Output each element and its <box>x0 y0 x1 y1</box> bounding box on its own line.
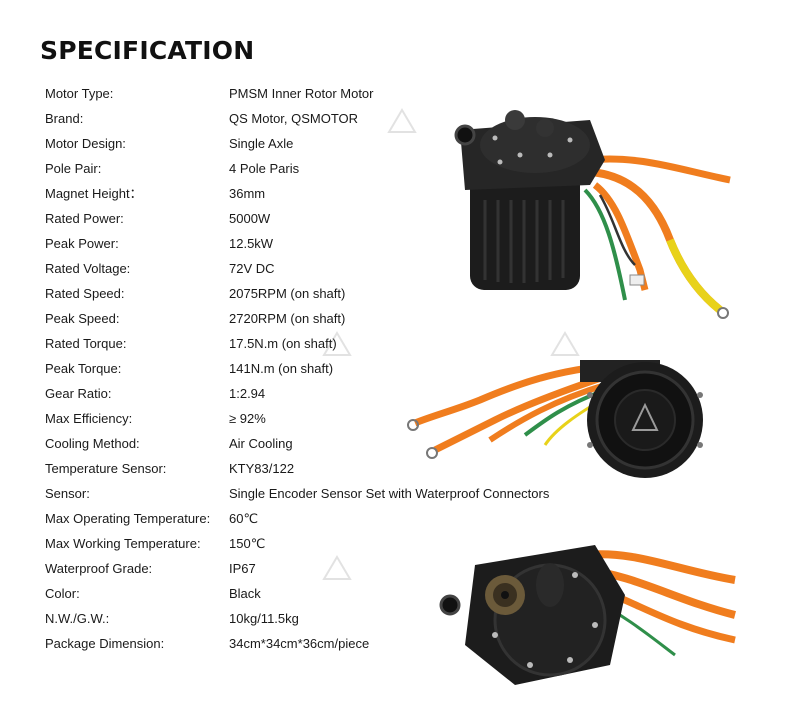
spec-row: Gear Ratio: 1:2.94 <box>0 381 560 406</box>
spec-value: Black <box>229 586 261 601</box>
spec-row: Peak Speed: 2720RPM (on shaft) <box>0 306 560 331</box>
motor-photo-sprocket <box>435 525 750 705</box>
spec-row: Magnet Height： 36mm <box>0 181 560 206</box>
spec-row: Waterproof Grade: IP67 <box>0 556 560 581</box>
spec-label: Max Working Temperature: <box>45 536 201 551</box>
watermark-logo-icon <box>322 555 352 586</box>
spec-label: Sensor: <box>45 486 90 501</box>
spec-label: Peak Speed: <box>45 311 120 326</box>
spec-row: Pole Pair: 4 Pole Paris <box>0 156 560 181</box>
watermark-logo-icon <box>322 331 352 362</box>
spec-value: 60℃ <box>229 511 259 526</box>
spec-row: Sensor: Single Encoder Sensor Set with Wa… <box>0 481 560 506</box>
watermark-logo-icon <box>387 108 417 139</box>
spec-row: Peak Power: 12.5kW <box>0 231 560 256</box>
spec-value: Single Axle <box>229 136 294 151</box>
motor-photo-side <box>440 100 740 330</box>
spec-value: 150℃ <box>229 536 266 551</box>
spec-value: 2075RPM (on shaft) <box>229 286 346 301</box>
spec-value: 72V DC <box>229 261 275 276</box>
spec-row: Rated Torque: 17.5N.m (on shaft) <box>0 331 560 356</box>
spec-label: Rated Torque: <box>45 336 127 351</box>
spec-row: Package Dimension: 34cm*34cm*36cm/piece <box>0 631 560 656</box>
spec-row: Temperature Sensor: KTY83/122 <box>0 456 560 481</box>
spec-label: Magnet Height： <box>45 186 143 201</box>
spec-label: Peak Power: <box>45 236 119 251</box>
watermark-logo-icon <box>550 331 580 362</box>
spec-row: Max Working Temperature: 150℃ <box>0 531 560 556</box>
spec-value: Single Encoder Sensor Set with Waterproo… <box>229 486 550 501</box>
spec-value: 12.5kW <box>229 236 274 251</box>
spec-label: Cooling Method: <box>45 436 140 451</box>
spec-label: Rated Power: <box>45 211 124 226</box>
spec-value: 4 Pole Paris <box>229 161 300 176</box>
spec-value: QS Motor, QSMOTOR <box>229 111 359 126</box>
spec-value: PMSM Inner Rotor Motor <box>229 86 374 101</box>
spec-value: Air Cooling <box>229 436 293 451</box>
spec-value: ≥ 92% <box>229 411 266 426</box>
spec-label: Max Operating Temperature: <box>45 511 211 526</box>
spec-label: Pole Pair: <box>45 161 102 176</box>
spec-row: Max Efficiency: ≥ 92% <box>0 406 560 431</box>
spec-value: 36mm <box>229 186 266 201</box>
spec-row: Cooling Method: Air Cooling <box>0 431 560 456</box>
spec-label: Package Dimension: <box>45 636 165 651</box>
spec-value: 2720RPM (on shaft) <box>229 311 346 326</box>
spec-value: 34cm*34cm*36cm/piece <box>229 636 370 651</box>
spec-label: Brand: <box>45 111 84 126</box>
spec-value: 17.5N.m (on shaft) <box>229 336 337 351</box>
spec-row: Rated Speed: 2075RPM (on shaft) <box>0 281 560 306</box>
spec-label: Waterproof Grade: <box>45 561 153 576</box>
spec-value: IP67 <box>229 561 256 576</box>
spec-row: Rated Voltage: 72V DC <box>0 256 560 281</box>
spec-row: Motor Design: Single Axle <box>0 131 560 156</box>
spec-label: Rated Voltage: <box>45 261 131 276</box>
spec-value: KTY83/122 <box>229 461 295 476</box>
spec-row: Max Operating Temperature: 60℃ <box>0 506 560 531</box>
motor-photo-rear <box>405 345 725 485</box>
spec-label: Temperature Sensor: <box>45 461 167 476</box>
spec-label: Peak Torque: <box>45 361 122 376</box>
spec-row: Rated Power: 5000W <box>0 206 560 231</box>
spec-label: Rated Speed: <box>45 286 125 301</box>
spec-value: 141N.m (on shaft) <box>229 361 334 376</box>
spec-row: Color: Black <box>0 581 560 606</box>
spec-label: Gear Ratio: <box>45 386 112 401</box>
spec-value: 1:2.94 <box>229 386 266 401</box>
spec-label: N.W./G.W.: <box>45 611 110 626</box>
spec-value: 5000W <box>229 211 271 226</box>
spec-label: Color: <box>45 586 80 601</box>
spec-label: Motor Design: <box>45 136 126 151</box>
spec-row: N.W./G.W.: 10kg/11.5kg <box>0 606 560 631</box>
spec-label: Max Efficiency: <box>45 411 133 426</box>
spec-row: Peak Torque: 141N.m (on shaft) <box>0 356 560 381</box>
spec-row: Motor Type: PMSM Inner Rotor Motor <box>0 81 560 106</box>
spec-row: Brand: QS Motor, QSMOTOR <box>0 106 560 131</box>
spec-value: 10kg/11.5kg <box>229 611 299 626</box>
page-title: SPECIFICATION <box>40 36 255 65</box>
spec-label: Motor Type: <box>45 86 114 101</box>
